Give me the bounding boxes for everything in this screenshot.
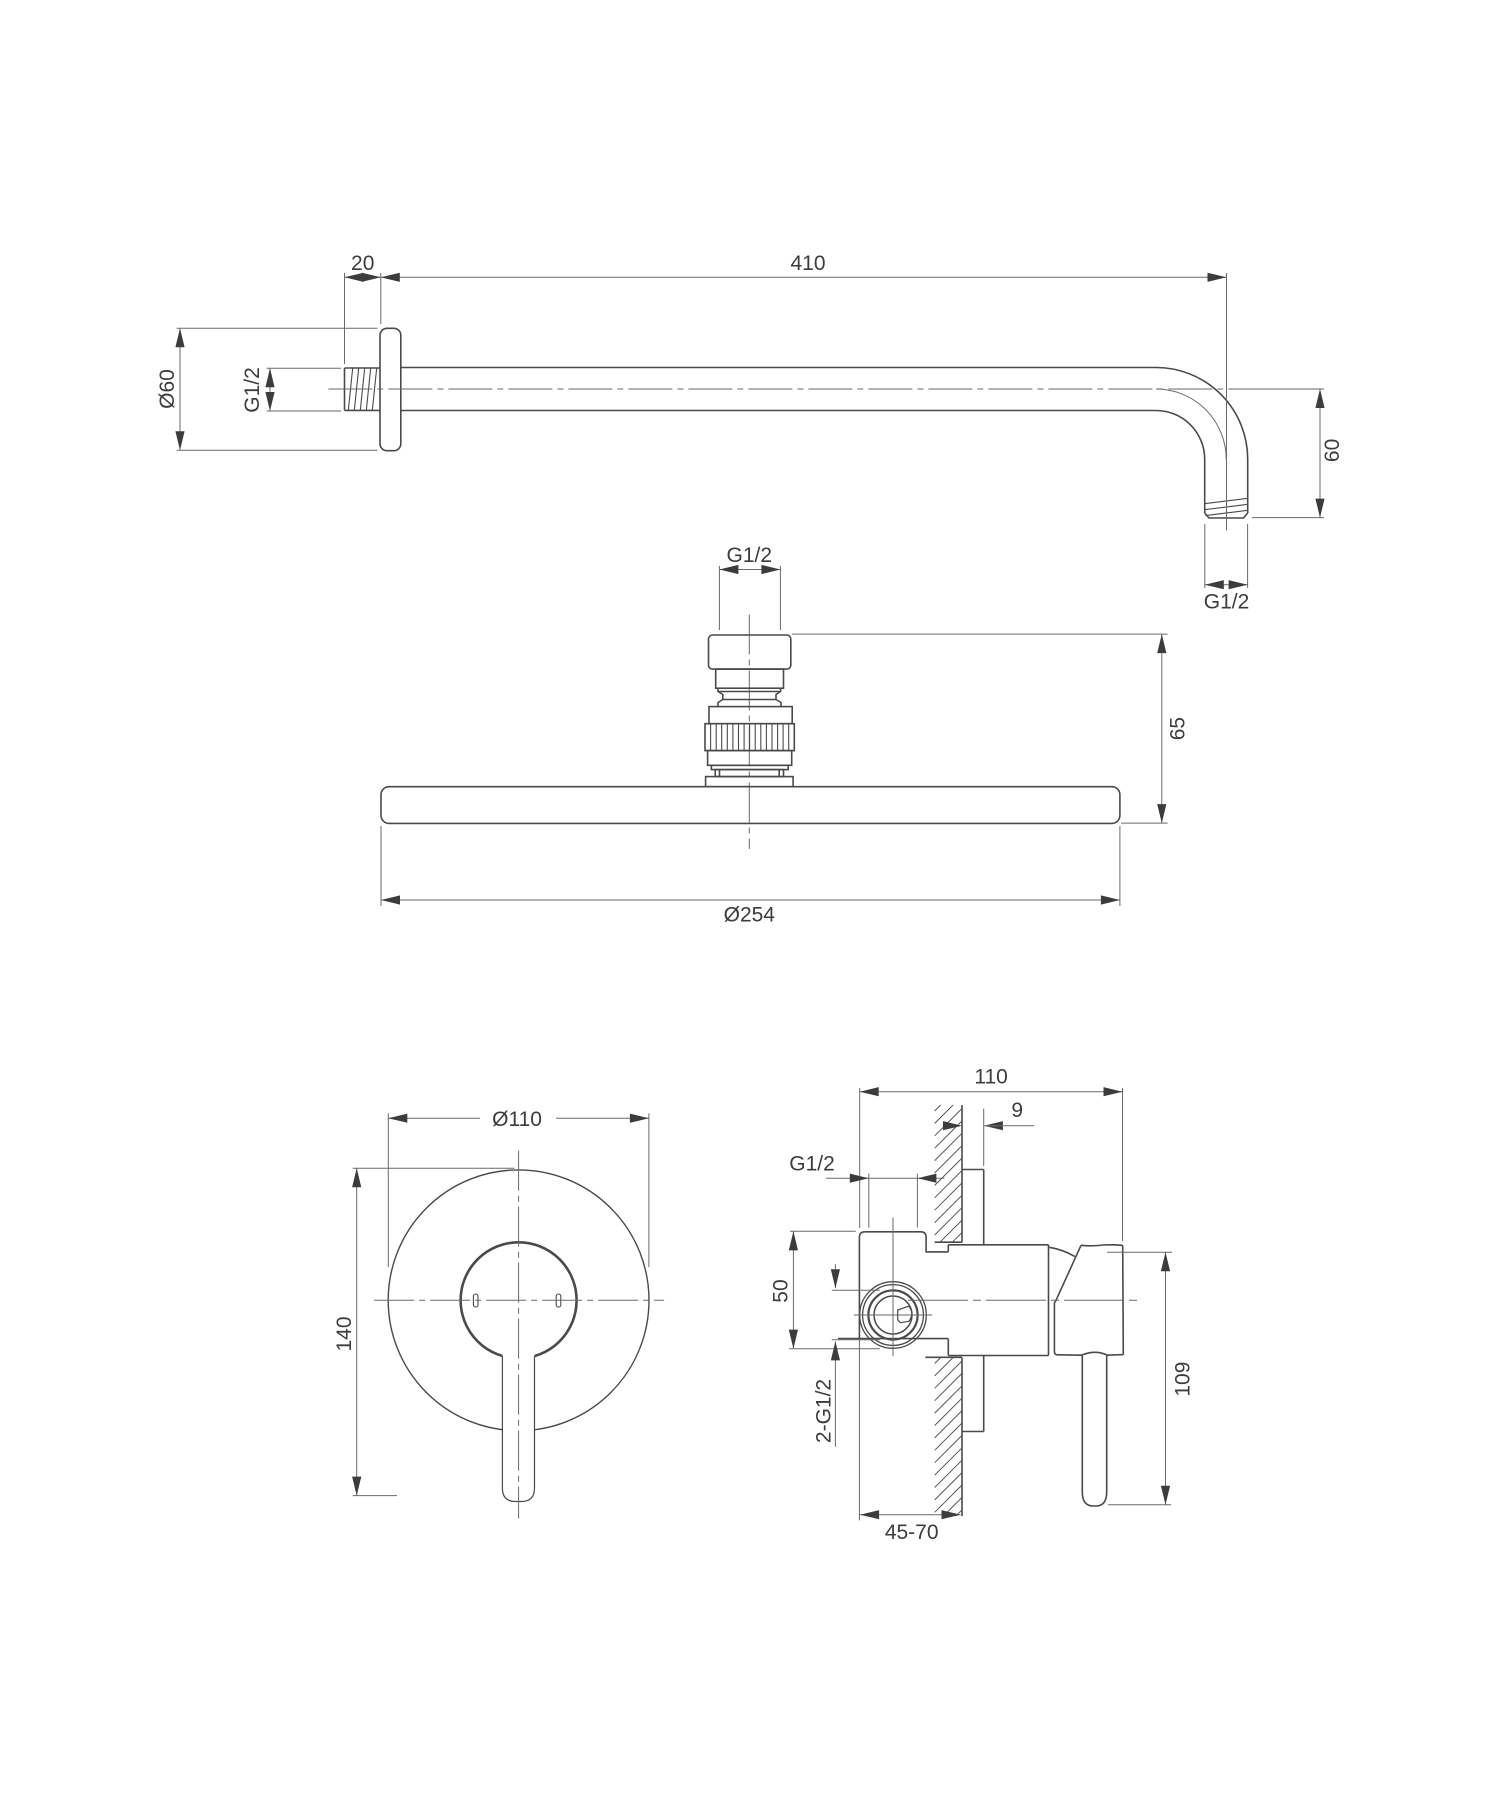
svg-text:G1/2: G1/2 [727, 544, 773, 567]
svg-text:45-70: 45-70 [885, 1521, 939, 1544]
svg-text:60: 60 [1321, 439, 1344, 462]
svg-text:110: 110 [974, 1066, 1007, 1089]
svg-text:G1/2: G1/2 [1204, 591, 1250, 614]
svg-text:140: 140 [333, 1316, 356, 1351]
svg-text:G1/2: G1/2 [789, 1153, 835, 1176]
svg-text:2-G1/2: 2-G1/2 [813, 1379, 836, 1443]
svg-text:109: 109 [1172, 1362, 1195, 1397]
svg-text:65: 65 [1167, 717, 1190, 740]
svg-text:Ø254: Ø254 [724, 904, 776, 927]
svg-text:Ø110: Ø110 [492, 1108, 542, 1131]
svg-text:20: 20 [351, 252, 374, 275]
svg-text:9: 9 [1011, 1099, 1023, 1122]
svg-text:G1/2: G1/2 [241, 367, 264, 413]
svg-text:50: 50 [770, 1279, 793, 1302]
svg-text:410: 410 [790, 252, 825, 275]
svg-text:Ø60: Ø60 [156, 369, 179, 409]
